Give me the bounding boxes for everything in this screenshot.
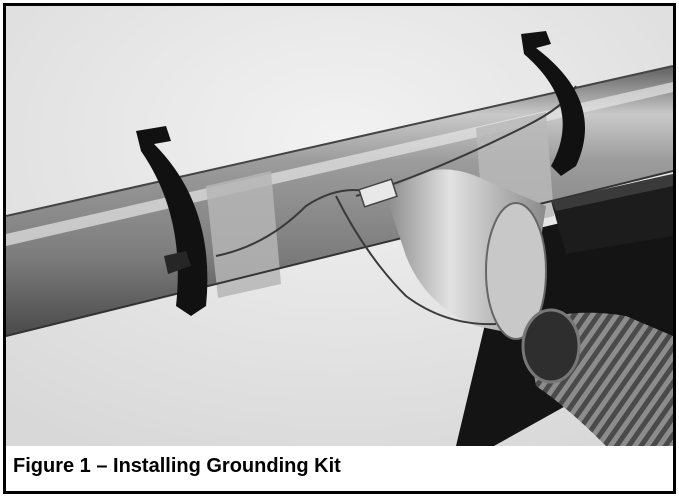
pipe-clamp [136,126,208,316]
flexible-hose [521,308,673,446]
figure-caption: Figure 1 – Installing Grounding Kit [13,455,341,477]
grounding-kit-photo [6,6,673,446]
figure-frame: Figure 1 – Installing Grounding Kit [3,3,676,494]
branch-fitting [386,169,547,340]
pipe-clamp [521,31,585,176]
